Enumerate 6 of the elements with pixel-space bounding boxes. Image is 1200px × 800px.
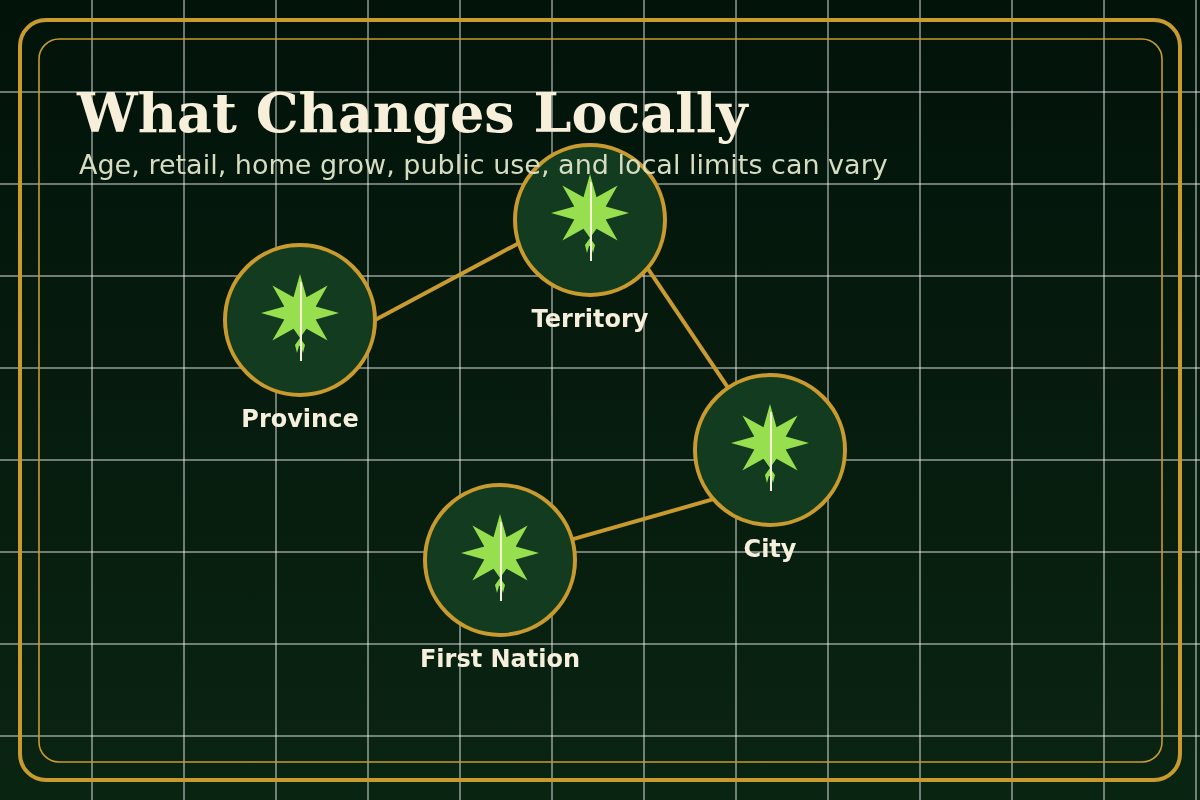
node-label: First Nation	[419, 645, 581, 673]
diagram-title: What Changes Locally	[77, 82, 748, 144]
node-label: Province	[241, 405, 359, 433]
connector-line	[645, 267, 730, 389]
node-label: Territory	[531, 305, 649, 333]
node-label: City	[743, 535, 797, 563]
